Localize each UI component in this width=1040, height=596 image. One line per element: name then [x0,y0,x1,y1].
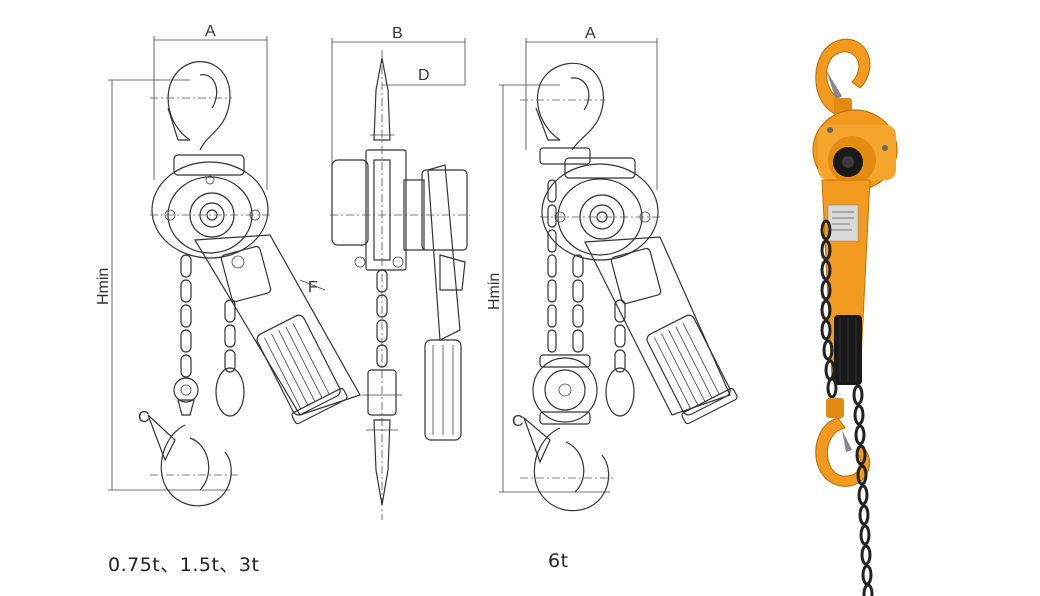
dim-b: B [392,25,403,42]
dim-d: D [418,67,430,84]
left-side-view: A Hmin [95,23,361,507]
left-chain-b [215,299,245,417]
product-photo-lever-hoist [812,38,898,596]
caption-right-model: 6t [548,550,569,572]
product-chain-right [852,384,874,596]
left-chain-a [180,254,192,378]
caption-left-models: 0.75t、1.5t、3t [108,554,260,576]
dim-a-right: A [585,25,596,42]
dim-hmin-right: Hmin [486,273,503,310]
dim-a-left: A [205,23,216,40]
middle-front-view: B D [330,25,470,520]
dim-f: F [308,279,318,296]
right-side-view: A Hmin [486,25,738,512]
dim-c-left: C [138,409,150,426]
dim-hmin-left: Hmin [95,268,112,305]
dim-c-right: C [512,413,524,430]
product-chain-left [820,219,838,399]
